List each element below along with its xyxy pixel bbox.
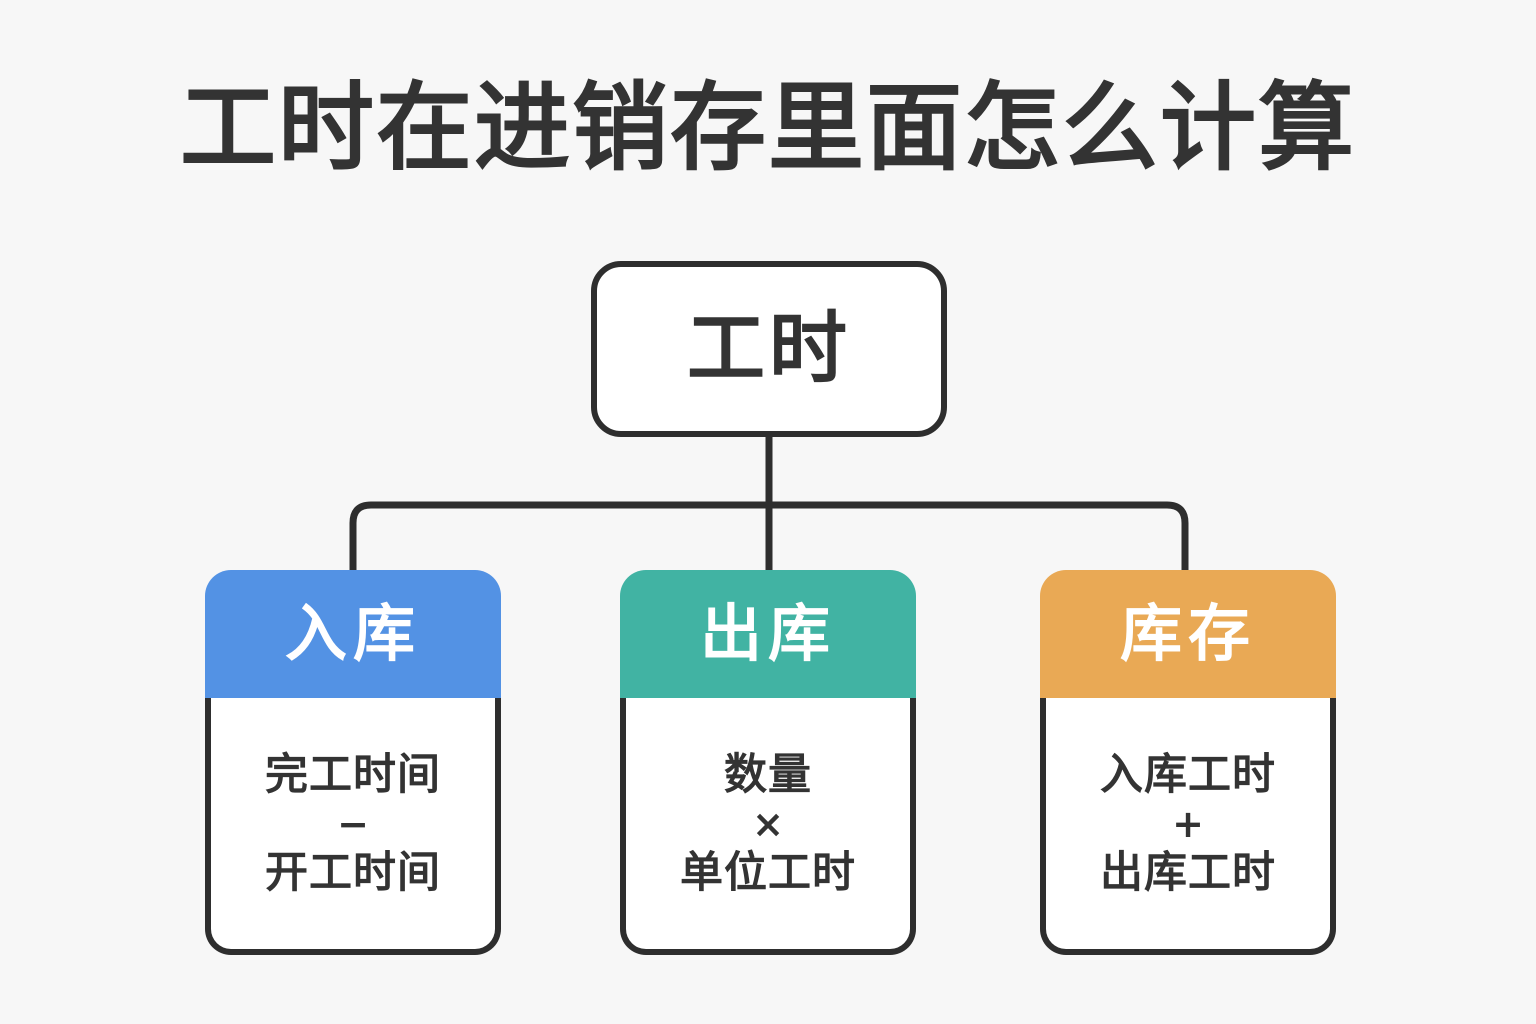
card-outbound-operator: × bbox=[752, 801, 784, 846]
card-outbound[interactable]: 出库 数量 × 单位工时 bbox=[620, 570, 916, 955]
card-outbound-line1: 数量 bbox=[724, 749, 812, 800]
card-inventory-header: 库存 bbox=[1040, 570, 1336, 698]
card-inbound-header: 入库 bbox=[205, 570, 501, 698]
card-inbound-line1: 完工时间 bbox=[265, 749, 441, 800]
root-node-label: 工时 bbox=[686, 304, 851, 394]
card-inbound-operator: − bbox=[337, 801, 369, 846]
card-inbound-line2: 开工时间 bbox=[265, 847, 441, 898]
card-inventory[interactable]: 库存 入库工时 + 出库工时 bbox=[1040, 570, 1336, 955]
card-inbound-body: 完工时间 − 开工时间 bbox=[205, 698, 501, 955]
card-inventory-operator: + bbox=[1172, 801, 1204, 846]
card-inventory-line2: 出库工时 bbox=[1100, 847, 1276, 898]
card-outbound-line2: 单位工时 bbox=[680, 847, 856, 898]
card-outbound-header: 出库 bbox=[620, 570, 916, 698]
card-inbound[interactable]: 入库 完工时间 − 开工时间 bbox=[205, 570, 501, 955]
card-inventory-line1: 入库工时 bbox=[1100, 749, 1276, 800]
card-inventory-body: 入库工时 + 出库工时 bbox=[1040, 698, 1336, 955]
connector-bus bbox=[349, 501, 1189, 570]
card-outbound-header-label: 出库 bbox=[699, 597, 836, 670]
card-inbound-header-label: 入库 bbox=[284, 597, 421, 670]
card-outbound-body: 数量 × 单位工时 bbox=[620, 698, 916, 955]
root-node-work-hours[interactable]: 工时 bbox=[591, 261, 947, 437]
card-inventory-header-label: 库存 bbox=[1119, 597, 1256, 670]
page-title: 工时在进销存里面怎么计算 bbox=[180, 72, 1356, 184]
